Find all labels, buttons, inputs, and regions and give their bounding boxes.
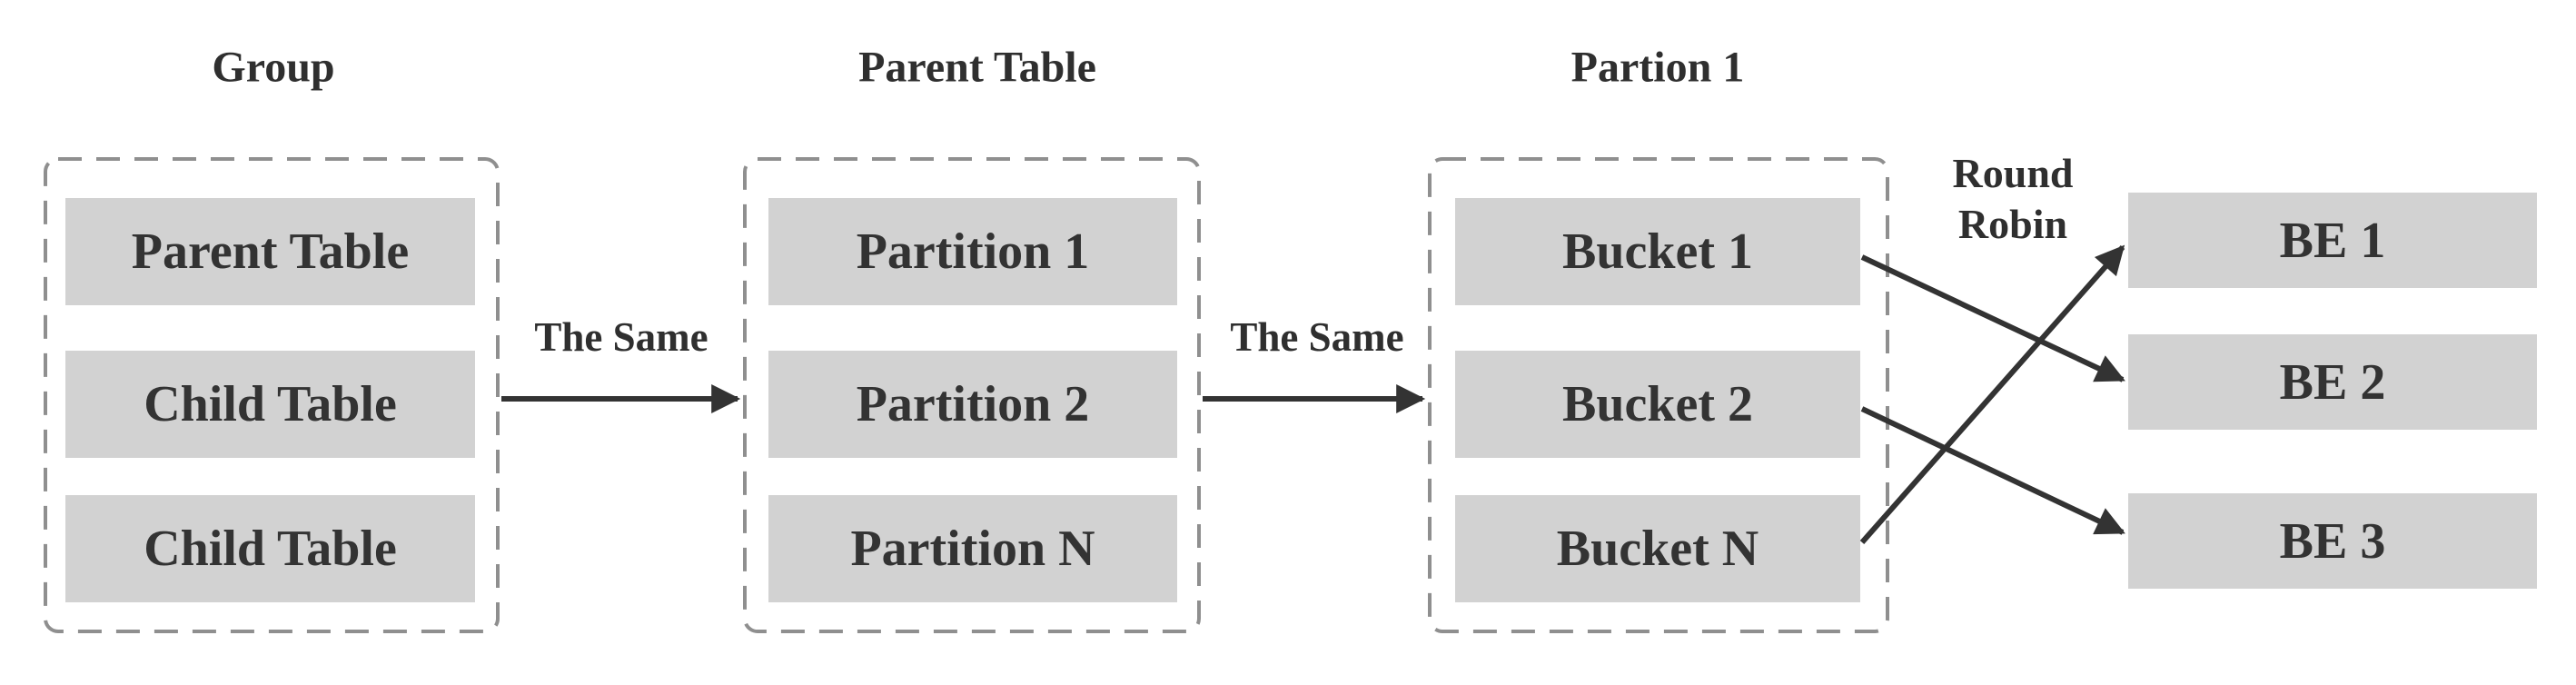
round-robin-label: Round Robin [1953, 148, 2074, 250]
backend-box-be2: BE 2 [2128, 334, 2537, 430]
round-robin-arrow-bucketn-to-be1 [1859, 244, 2125, 544]
round-robin-arrow-bucket2-to-be3 [1860, 406, 2125, 535]
partition-box-1: Partition 1 [768, 198, 1177, 305]
the-same-label-2: The Same [1230, 314, 1404, 360]
bucket-box-n: Bucket N [1455, 495, 1860, 602]
backend-box-be1: BE 1 [2128, 193, 2537, 288]
partition-box-2: Partition 2 [768, 351, 1177, 458]
the-same-label-1: The Same [534, 314, 708, 360]
group-dashed-border [44, 157, 500, 633]
group-box-child-table-1: Child Table [65, 351, 475, 458]
backend-box-be3: BE 3 [2128, 493, 2537, 589]
column-title-parent-table: Parent Table [858, 43, 1096, 92]
group-box-parent-table: Parent Table [65, 198, 475, 305]
parent-table-dashed-border [743, 157, 1201, 633]
bucket-box-1: Bucket 1 [1455, 198, 1860, 305]
group-box-child-table-2: Child Table [65, 495, 475, 602]
round-robin-label-line2: Robin [1957, 201, 2068, 247]
bucket-box-2: Bucket 2 [1455, 351, 1860, 458]
round-robin-label-line1: Round [1952, 150, 2074, 196]
partition-box-n: Partition N [768, 495, 1177, 602]
column-title-group: Group [212, 43, 335, 92]
round-robin-arrow-bucket1-to-be2 [1860, 254, 2125, 382]
column-title-partion-1: Partion 1 [1570, 43, 1745, 92]
